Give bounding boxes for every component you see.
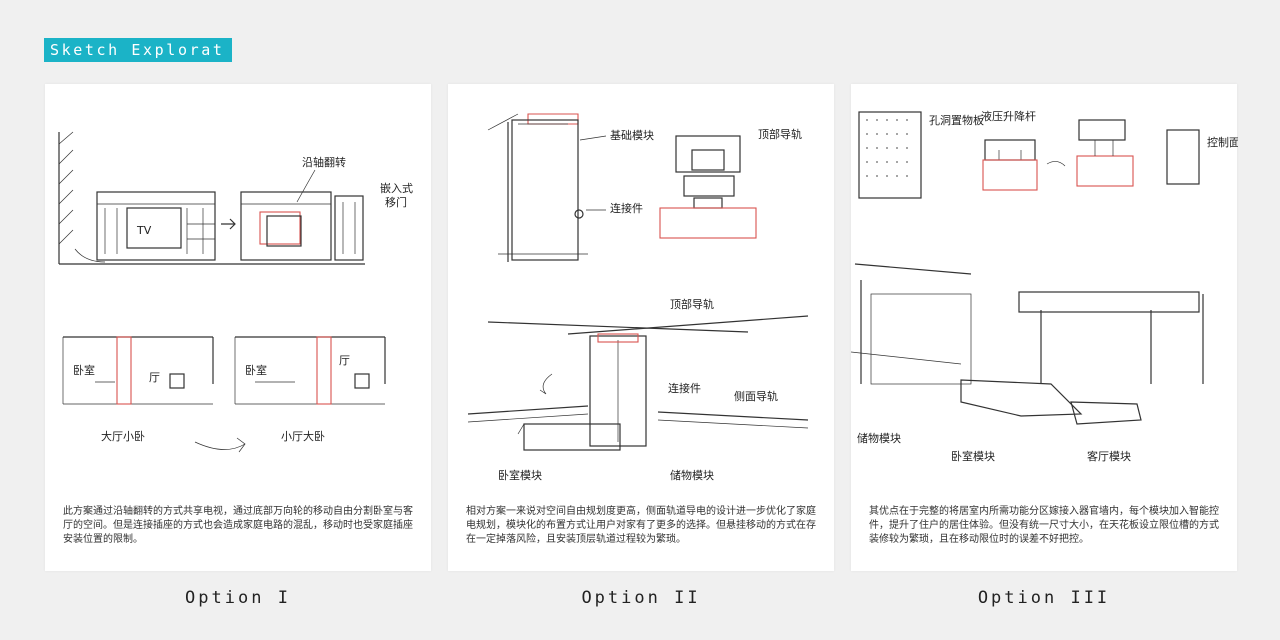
embedded-door-label-2: 移门: [385, 195, 407, 209]
plan-arrow: [194, 437, 246, 453]
living-label-1: 厅: [149, 371, 160, 384]
hydraulic-label: 液压升降杆: [981, 109, 1036, 123]
base-module-label: 基础模块: [610, 129, 654, 142]
floor-plan-2: [234, 336, 386, 405]
rotate-axis-label: 沿轴翻转: [302, 155, 346, 169]
tv-screen-2-rotated: [259, 211, 301, 245]
option-2-title: Option II: [581, 588, 701, 608]
big-living-label: 大厅小卧: [101, 429, 145, 443]
floor-plan-1: [62, 336, 214, 405]
option-2-sketch: 基础模块 连接件 顶部导轨 顶部导轨 连接件: [467, 113, 809, 482]
wall-hatch: [58, 131, 74, 245]
cabinet-2: [240, 191, 332, 261]
control-panel-label: 控制面板: [1207, 135, 1238, 149]
embedded-door-label: 嵌入式: [380, 182, 413, 195]
base-module-sketch: [487, 113, 588, 262]
storage-module-label: 储物模块: [857, 431, 901, 445]
control-panel-sketch: [1166, 129, 1200, 185]
pegboard-label: 孔洞置物板: [929, 113, 984, 127]
connector-label: 连接件: [610, 202, 643, 215]
top-rail-label: 顶部导轨: [758, 127, 802, 141]
tv-screen-1: [126, 207, 182, 249]
bedroom-module-label: 卧室模块: [951, 449, 995, 463]
top-rail-label-2: 顶部导轨: [670, 297, 714, 311]
option-2-card: 基础模块 连接件 顶部导轨 顶部导轨 连接件: [448, 84, 834, 571]
option-1-card: TV 沿轴翻转 嵌入式 移门 卧室 厅: [45, 84, 431, 571]
bedroom-module-label: 卧室模块: [498, 468, 542, 482]
living-label-2: 厅: [339, 354, 350, 367]
cabinet-1: [96, 191, 216, 261]
transition-arrow: [221, 218, 236, 230]
option-3-description: 其优点在于完整的将居室内所需功能分区嫁接入器官墙内，每个模块加入智能控件，提升了…: [869, 506, 1219, 545]
option-3-sketch: 孔洞置物板 液压升降杆 控制面板 储物模块: [851, 109, 1238, 463]
storage-module-label: 储物模块: [670, 468, 714, 482]
pegboard-holes: [866, 119, 908, 177]
room-perspective-sketch: [467, 315, 809, 451]
hydraulic-sketch: [982, 119, 1134, 191]
room-sketch: [851, 263, 1204, 425]
tv-label: TV: [136, 224, 152, 237]
sliding-door: [334, 195, 364, 261]
bedroom-label-2: 卧室: [245, 363, 267, 377]
section-title: Sketch Explorat: [44, 38, 232, 62]
rail-cross-section: [659, 135, 757, 239]
bedroom-label-1: 卧室: [73, 363, 95, 377]
option-3-title: Option III: [977, 588, 1111, 608]
rotate-pointer: [296, 169, 316, 203]
small-living-label: 小厅大卧: [281, 429, 325, 443]
option-1-description: 此方案通过沿轴翻转的方式共享电视，通过底部万向轮的移动自由分割卧室与客厅的空间。…: [63, 506, 413, 545]
living-module-label: 客厅模块: [1087, 449, 1131, 463]
side-rail-label: 侧面导轨: [734, 389, 778, 403]
connector-label-2: 连接件: [668, 382, 701, 395]
option-1-sketch: TV 沿轴翻转 嵌入式 移门 卧室 厅: [58, 131, 413, 453]
option-1-title: Option I: [185, 588, 291, 608]
cable-line: [74, 248, 106, 263]
pegboard-sketch: [858, 111, 922, 199]
option-3-card: 孔洞置物板 液压升降杆 控制面板 储物模块: [851, 84, 1238, 571]
cabinet-1-shelves: [104, 208, 215, 254]
option-2-description: 相对方案一来说对空间自由规划度更高，侧面轨道导电的设计进一步优化了家庭电规划，模…: [466, 506, 816, 545]
